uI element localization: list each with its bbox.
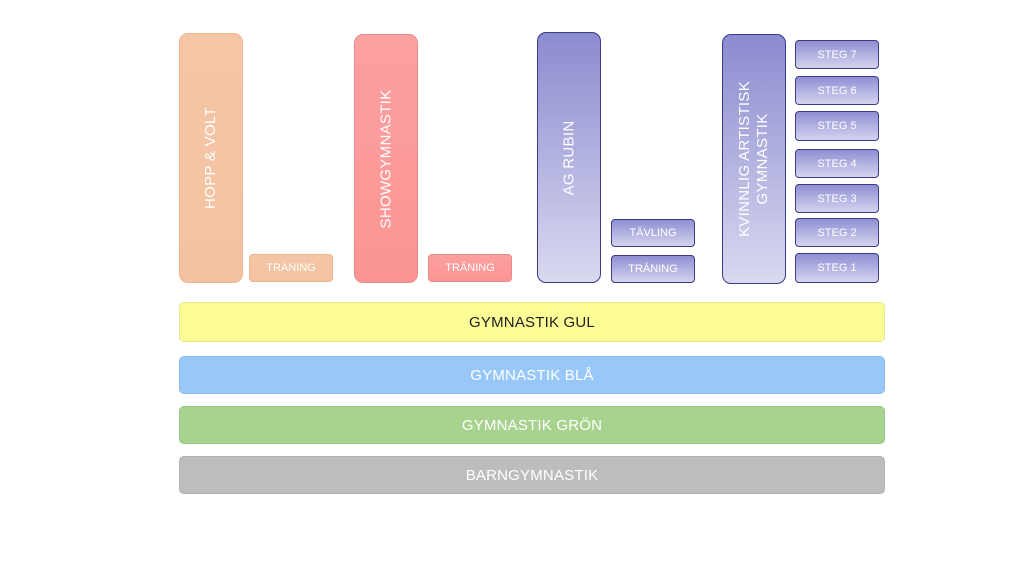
showgymnastik-traning-label: TRÄNING: [445, 262, 495, 274]
gymnastik-gron-band: GYMNASTIK GRÖN: [179, 406, 885, 444]
steg-7-box: STEG 7: [795, 40, 879, 69]
hopp-volt-pillar: HOPP & VOLT: [179, 33, 243, 283]
steg-2-box: STEG 2: [795, 218, 879, 247]
showgymnastik-traning-box: TRÄNING: [428, 254, 512, 282]
steg-7-label: STEG 7: [817, 48, 857, 61]
steg-3-box: STEG 3: [795, 184, 879, 213]
steg-4-label: STEG 4: [817, 157, 857, 170]
steg-6-box: STEG 6: [795, 76, 879, 105]
ag-rubin-tavling-box: TÄVLING: [611, 219, 695, 247]
steg-5-label: STEG 5: [817, 120, 857, 132]
steg-3-label: STEG 3: [817, 192, 857, 205]
barngymnastik-band: BARNGYMNASTIK: [179, 456, 885, 494]
showgymnastik-label: SHOWGYMNASTIK: [377, 89, 395, 228]
gymnastik-gron-label: GYMNASTIK GRÖN: [461, 416, 603, 434]
kvinnlig-line-1: KVINNLIG ARTISTISK: [736, 80, 754, 238]
gymnastik-bla-label: GYMNASTIK BLÅ: [470, 366, 594, 384]
gymnastik-bla-band: GYMNASTIK BLÅ: [179, 356, 885, 394]
ag-rubin-label: AG RUBIN: [560, 120, 578, 195]
showgymnastik-pillar: SHOWGYMNASTIK: [354, 34, 418, 283]
steg-2-label: STEG 2: [817, 226, 857, 239]
kvinnlig-artistisk-gymnastik-label: KVINNLIG ARTISTISK GYMNASTIK: [736, 81, 772, 237]
gymnastik-gul-band: GYMNASTIK GUL: [179, 302, 885, 342]
kvinnlig-artistisk-gymnastik-pillar: KVINNLIG ARTISTISK GYMNASTIK: [722, 34, 786, 284]
ag-rubin-traning-box: TRÄNING: [611, 255, 695, 283]
gymnastik-gul-label: GYMNASTIK GUL: [469, 313, 595, 331]
ag-rubin-traning-label: TRÄNING: [628, 263, 678, 275]
kvinnlig-line-2: GYMNASTIK: [754, 113, 772, 205]
steg-1-box: STEG 1: [795, 253, 879, 283]
hopp-volt-traning-box: TRÄNING: [249, 254, 333, 282]
steg-1-label: STEG 1: [817, 262, 857, 274]
hopp-volt-label: HOPP & VOLT: [202, 107, 220, 209]
steg-5-box: STEG 5: [795, 111, 879, 141]
steg-4-box: STEG 4: [795, 149, 879, 178]
ag-rubin-tavling-label: TÄVLING: [629, 227, 677, 239]
ag-rubin-pillar: AG RUBIN: [537, 32, 601, 283]
steg-6-label: STEG 6: [817, 84, 857, 97]
barngymnastik-label: BARNGYMNASTIK: [465, 466, 599, 484]
hopp-volt-traning-label: TRÄNING: [266, 262, 316, 274]
